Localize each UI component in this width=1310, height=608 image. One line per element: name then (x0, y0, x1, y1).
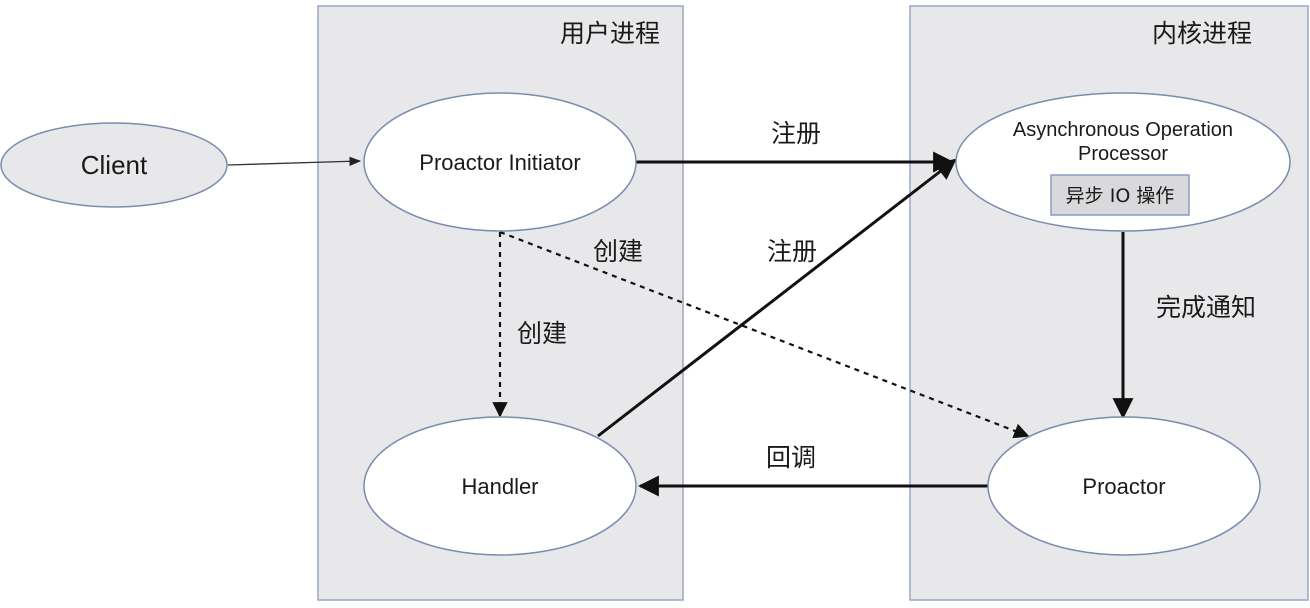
edge-callback-label: 回调 (766, 443, 816, 472)
proactor-node: Proactor (987, 416, 1261, 556)
proactor-initiator-node: Proactor Initiator (363, 92, 637, 232)
client-label: Client (81, 150, 148, 180)
async-operation-processor-node: Asynchronous Operation Processor 异步 IO 操… (955, 92, 1291, 232)
edge-create-vertical-label: 创建 (517, 319, 567, 348)
handler-node: Handler (363, 416, 637, 556)
proactor-initiator-label: Proactor Initiator (419, 150, 580, 175)
edge-handler-register (597, 158, 957, 438)
proactor-label: Proactor (1082, 474, 1165, 499)
edge-complete-notify-label: 完成通知 (1156, 293, 1256, 322)
edge-register-top-label: 注册 (771, 119, 821, 148)
user-process-title: 用户进程 (560, 19, 660, 48)
edge-client-to-initiator (227, 156, 362, 166)
async-io-operation-box: 异步 IO 操作 (1050, 174, 1190, 216)
async-processor-label-line2: Processor (1078, 143, 1168, 165)
client-node: Client (0, 122, 228, 208)
async-io-operation-label: 异步 IO 操作 (1066, 185, 1175, 207)
edge-create-diagonal-label: 创建 (593, 237, 643, 266)
edge-initiator-create-proactor (499, 230, 1030, 439)
kernel-process-title: 内核进程 (1152, 19, 1252, 48)
async-processor-label-line1: Asynchronous Operation (1013, 119, 1233, 141)
handler-label: Handler (461, 474, 538, 499)
edge-register-diagonal-label: 注册 (767, 237, 817, 266)
